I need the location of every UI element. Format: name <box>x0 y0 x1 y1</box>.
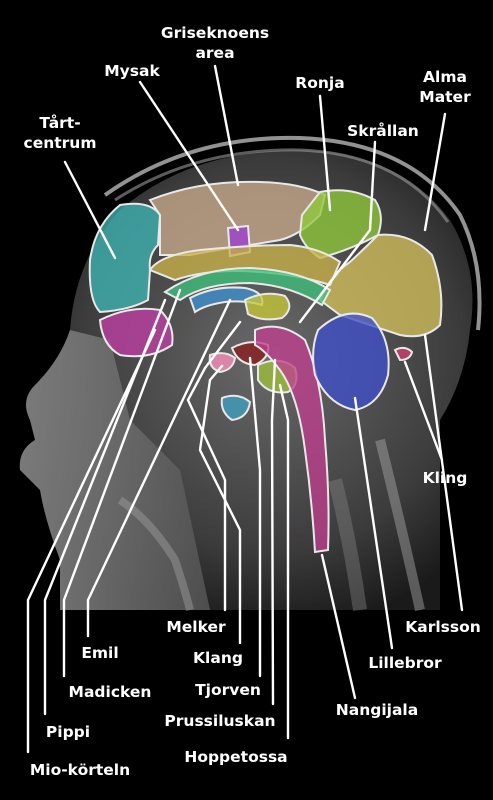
region-mio-temporal <box>98 307 174 358</box>
label-madicken: Madicken <box>69 683 152 701</box>
region-klang-hippocampus <box>208 352 237 374</box>
label-nangijala: Nangijala <box>336 701 418 719</box>
label-skrallan: Skrållan <box>347 121 419 140</box>
label-karlsson: Karlsson <box>405 618 481 636</box>
label-hoppetossa: Hoppetossa <box>184 748 287 766</box>
leader-kling <box>403 360 444 462</box>
leader-prussiluskan <box>270 358 277 706</box>
label-pippi: Pippi <box>46 723 90 741</box>
leader-skrallan <box>298 140 377 324</box>
label-mysak: Mysak <box>104 62 160 80</box>
leader-lillebror <box>353 396 394 650</box>
label-griseknoens-1: Griseknoens <box>161 24 269 42</box>
label-prussiluskan: Prussiluskan <box>164 712 275 730</box>
leader-klang <box>198 364 242 645</box>
leader-pippi <box>43 298 167 716</box>
label-alma-2: Mater <box>419 88 471 106</box>
leader-mysak <box>138 80 240 232</box>
leader-emil <box>86 298 232 638</box>
label-lillebror: Lillebror <box>368 654 442 672</box>
region-madicken-callosum <box>163 266 332 307</box>
label-kling: Kling <box>423 469 468 487</box>
leader-mio <box>26 328 157 754</box>
region-kling <box>393 346 414 362</box>
label-tart-2: centrum <box>24 134 97 152</box>
label-tjorven: Tjorven <box>195 681 261 699</box>
label-ronja: Ronja <box>295 74 344 92</box>
leader-tart <box>63 160 117 260</box>
label-alma-1: Alma <box>423 68 467 86</box>
region-alma-mater <box>318 233 443 338</box>
leader-nangijala <box>320 553 357 700</box>
label-klang: Klang <box>193 649 243 667</box>
leader-melker <box>186 320 242 612</box>
leader-alma <box>423 112 447 232</box>
label-mio: Mio-körteln <box>30 761 130 779</box>
leader-tjorven <box>248 356 262 678</box>
label-griseknoens-2: area <box>195 44 234 62</box>
region-thalamus <box>243 292 291 321</box>
leader-karlsson <box>423 333 464 612</box>
leader-ronja <box>318 94 332 212</box>
leader-hoppetossa <box>278 383 290 740</box>
leader-madicken <box>62 288 182 678</box>
leader-lines <box>26 64 464 754</box>
region-nangijala-brainstem <box>254 325 330 554</box>
label-melker: Melker <box>166 618 226 636</box>
region-lillebror-cerebellum <box>312 312 390 412</box>
label-tart-1: Tårt- <box>39 113 80 132</box>
leader-griseknoens <box>213 64 240 187</box>
labels: Griseknoens area Mysak Ronja Alma Mater … <box>24 24 481 779</box>
label-emil: Emil <box>81 644 118 662</box>
region-melker-amygdala <box>220 394 252 422</box>
